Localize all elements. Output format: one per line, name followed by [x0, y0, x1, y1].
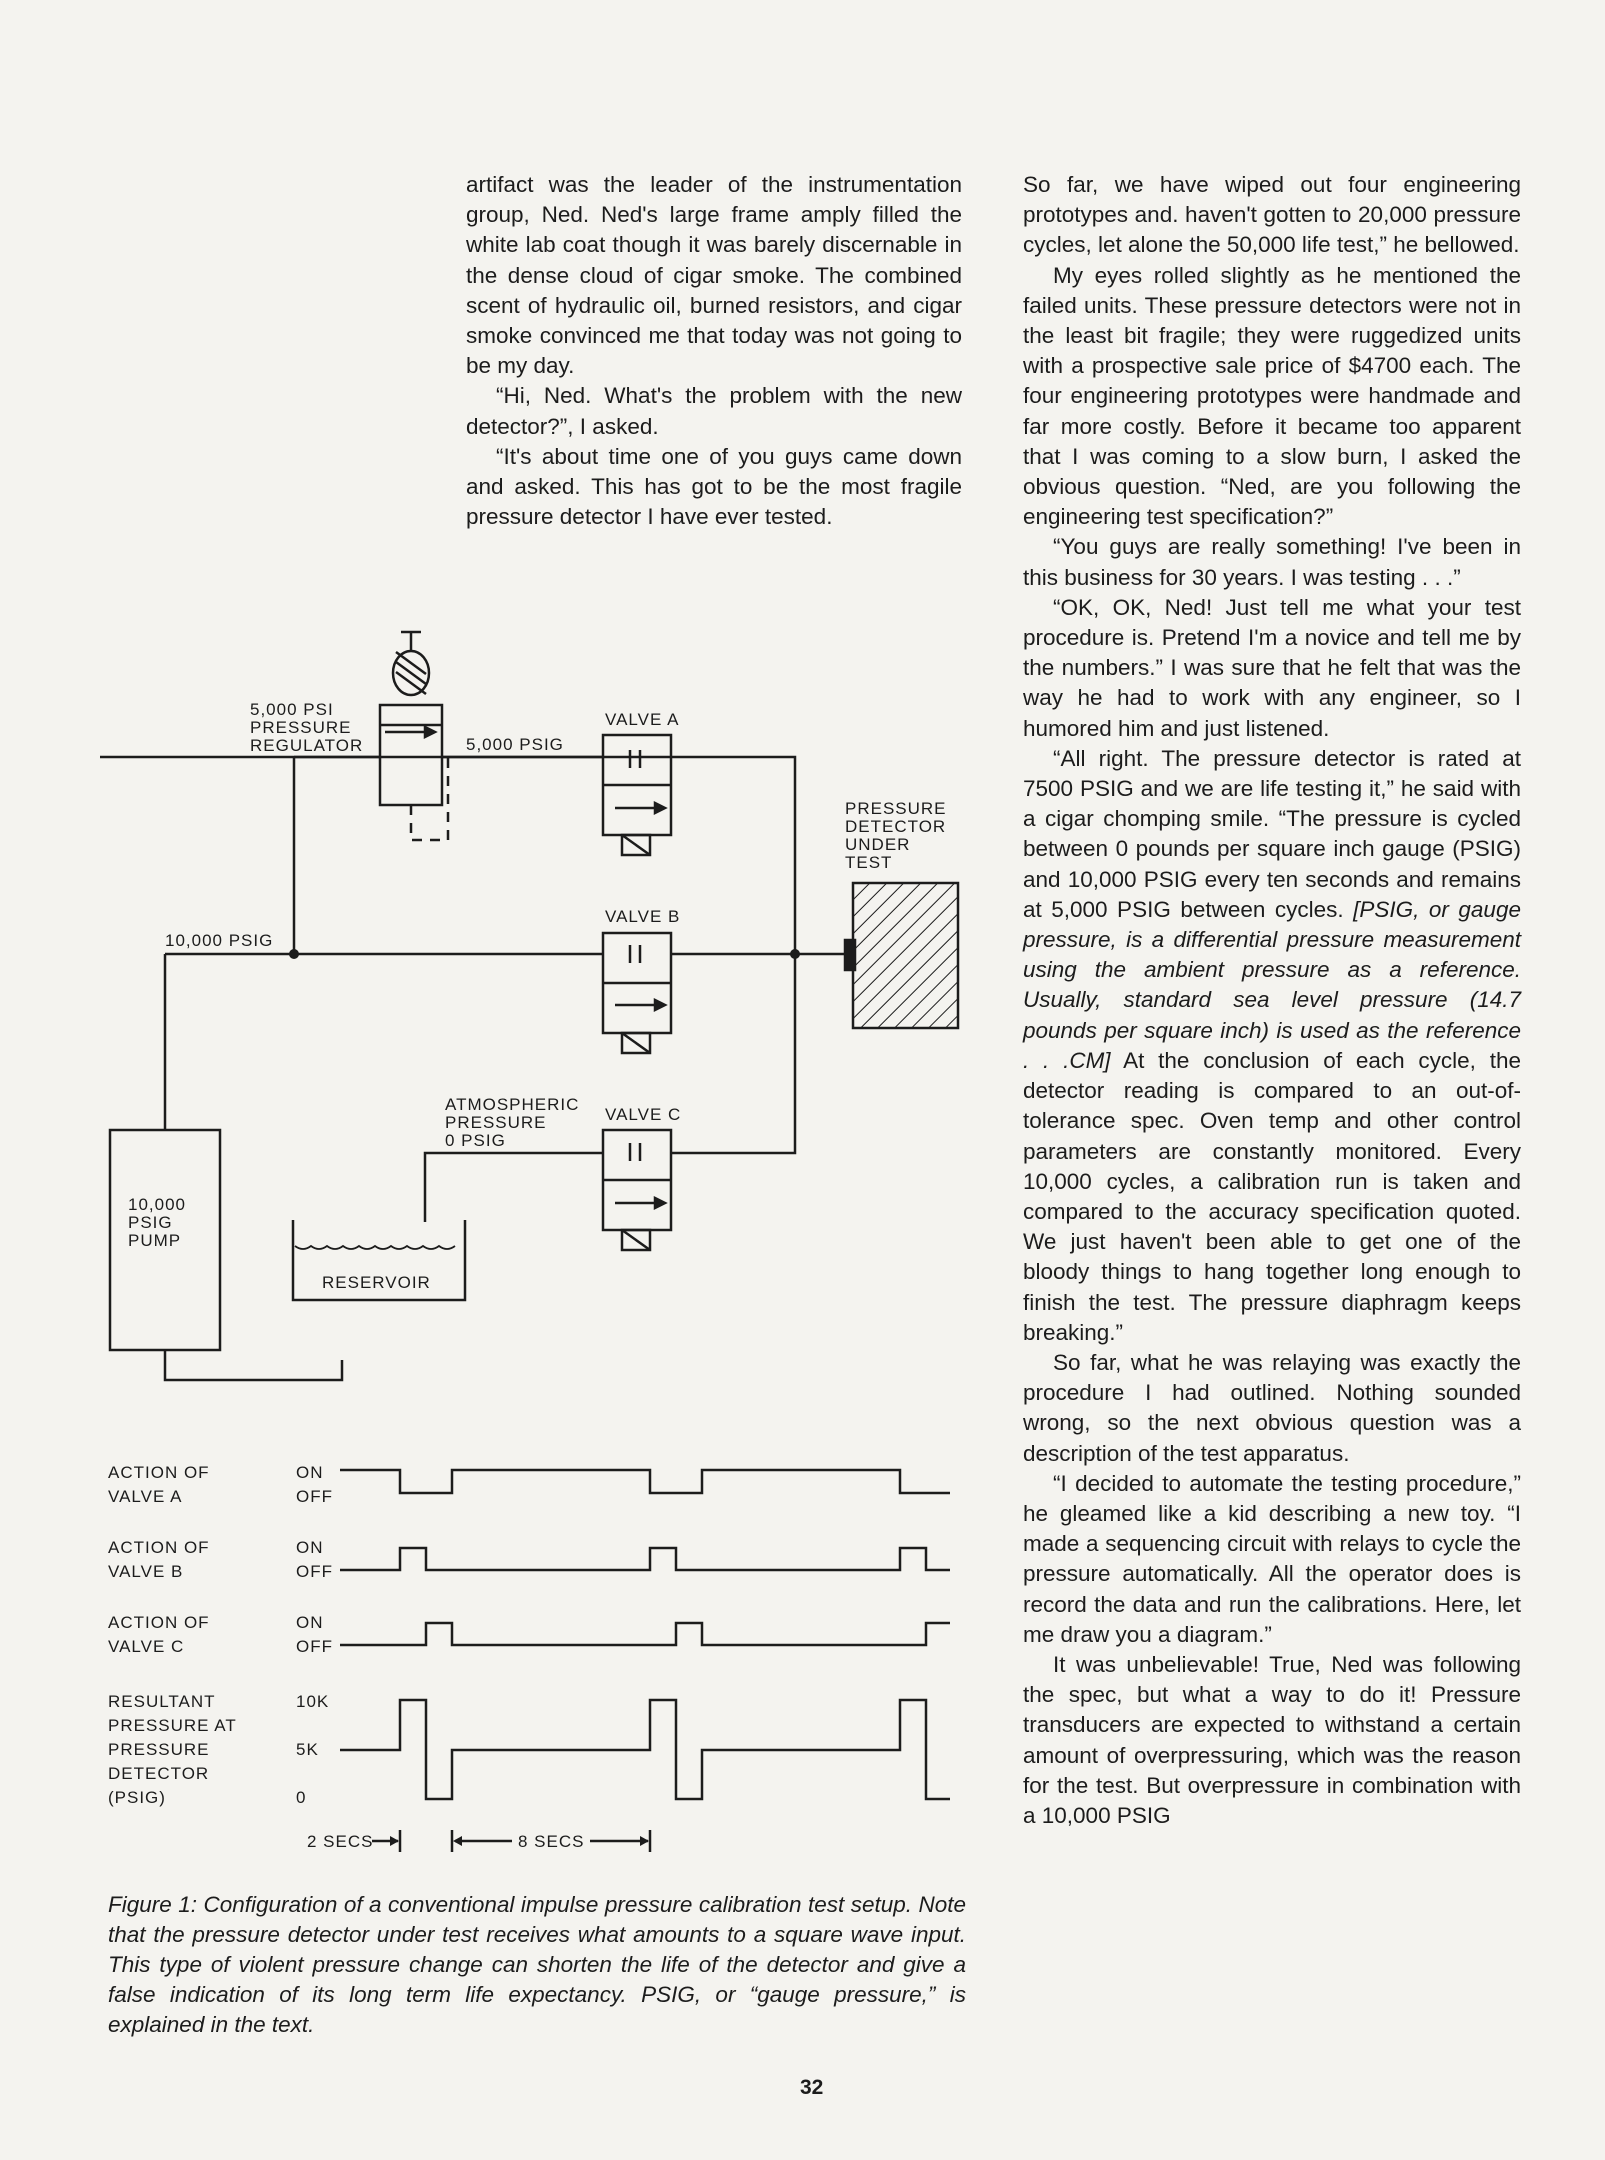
- figure-caption: Figure 1: Configuration of a conventiona…: [108, 1892, 966, 2037]
- valve-c-waveform: [340, 1621, 950, 1647]
- pump-label: PUMP: [128, 1231, 181, 1250]
- valve-a-label: VALVE A: [605, 710, 679, 729]
- paragraph: artifact was the leader of the instrumen…: [466, 172, 962, 379]
- paragraph: My eyes rolled slightly as he mentioned …: [1023, 262, 1521, 530]
- valve-a-action-label: ACTION OF: [108, 1463, 210, 1482]
- pump-label: 10,000: [128, 1195, 186, 1214]
- on-label: ON: [296, 1613, 324, 1632]
- article-column-right: So far, we have wiped out four engineeri…: [1023, 170, 1521, 1831]
- pressure-test-diagram: 5,000 PSI PRESSURE REGULATOR 5,000 PSIG …: [100, 630, 960, 1852]
- pressure-label: PRESSURE AT: [108, 1716, 237, 1735]
- two-seconds-label: 2 SECS: [307, 1832, 373, 1851]
- paragraph: “You guys are really something! I've bee…: [1023, 534, 1521, 590]
- regulator-label: PRESSURE: [250, 718, 352, 737]
- pump-label: PSIG: [128, 1213, 173, 1232]
- reservoir-tank: [291, 1220, 467, 1302]
- valve-b-waveform: [340, 1546, 950, 1572]
- valve-a-waveform: [340, 1468, 950, 1495]
- editor-note: [PSIG, or gauge pressure, is a different…: [1023, 896, 1521, 1073]
- paragraph: It was unbelievable! True, Ned was follo…: [1023, 1651, 1521, 1828]
- valve-b-label: VALVE B: [605, 907, 680, 926]
- paragraph-text: At the conclusion of each cycle, the det…: [1023, 1047, 1521, 1345]
- reservoir-label: RESERVOIR: [322, 1273, 431, 1292]
- detector-label: DETECTOR: [845, 817, 946, 836]
- pressure-label: RESULTANT: [108, 1692, 216, 1711]
- psig-5000-label: 5,000 PSIG: [466, 735, 564, 754]
- pressure-label: DETECTOR: [108, 1764, 209, 1783]
- atmospheric-label: ATMOSPHERIC: [445, 1095, 579, 1114]
- atmospheric-label: PRESSURE: [445, 1113, 547, 1132]
- regulator-box: [378, 703, 444, 807]
- valve-c-label: VALVE C: [605, 1105, 681, 1124]
- off-label: OFF: [296, 1562, 333, 1581]
- valve-a-action-label: VALVE A: [108, 1487, 182, 1506]
- detector-label: UNDER: [845, 835, 910, 854]
- figure-1: 5,000 PSI PRESSURE REGULATOR 5,000 PSIG …: [100, 600, 980, 1880]
- page-number: 32: [800, 2076, 824, 2099]
- valve-a-solenoid: [620, 833, 652, 857]
- paragraph: “It's about time one of you guys came do…: [466, 443, 962, 530]
- article-column-middle: artifact was the leader of the instrumen…: [466, 170, 962, 532]
- paragraph: “I decided to automate the testing proce…: [1023, 1470, 1521, 1647]
- eight-seconds-label: 8 SECS: [518, 1832, 584, 1851]
- psig-10000-label: 10,000 PSIG: [165, 931, 273, 950]
- pressure-5k-label: 5K: [296, 1740, 319, 1759]
- pressure-waveform: [340, 1698, 950, 1801]
- pressure-label: (PSIG): [108, 1788, 166, 1807]
- valve-c-action-label: VALVE C: [108, 1637, 184, 1656]
- off-label: OFF: [296, 1637, 333, 1656]
- pressure-0-label: 0: [296, 1788, 306, 1807]
- paragraph: “Hi, Ned. What's the problem with the ne…: [466, 383, 962, 439]
- valve-b-action-label: ACTION OF: [108, 1538, 210, 1557]
- pressure-label: PRESSURE: [108, 1740, 210, 1759]
- paragraph: “OK, OK, Ned! Just tell me what your tes…: [1023, 594, 1521, 741]
- regulator-label: REGULATOR: [250, 736, 363, 755]
- paragraph: So far, what he was relaying was exactly…: [1023, 1349, 1521, 1466]
- detector-label: TEST: [845, 853, 892, 872]
- on-label: ON: [296, 1538, 324, 1557]
- detector-label: PRESSURE: [845, 799, 947, 818]
- off-label: OFF: [296, 1487, 333, 1506]
- paragraph: So far, we have wiped out four engineeri…: [1023, 172, 1521, 258]
- pressure-detector: [851, 881, 960, 1030]
- valve-c-solenoid: [620, 1228, 652, 1252]
- valve-b-action-label: VALVE B: [108, 1562, 183, 1581]
- on-label: ON: [296, 1463, 324, 1482]
- atmospheric-label: 0 PSIG: [445, 1131, 506, 1150]
- paragraph-text: “All right. The pressure detector is rat…: [1023, 745, 1521, 922]
- regulator-label: 5,000 PSI: [250, 700, 334, 719]
- pressure-10k-label: 10K: [296, 1692, 329, 1711]
- paragraph: “All right. The pressure detector is rat…: [1023, 744, 1521, 1348]
- valve-c-action-label: ACTION OF: [108, 1613, 210, 1632]
- valve-b-solenoid: [620, 1031, 652, 1055]
